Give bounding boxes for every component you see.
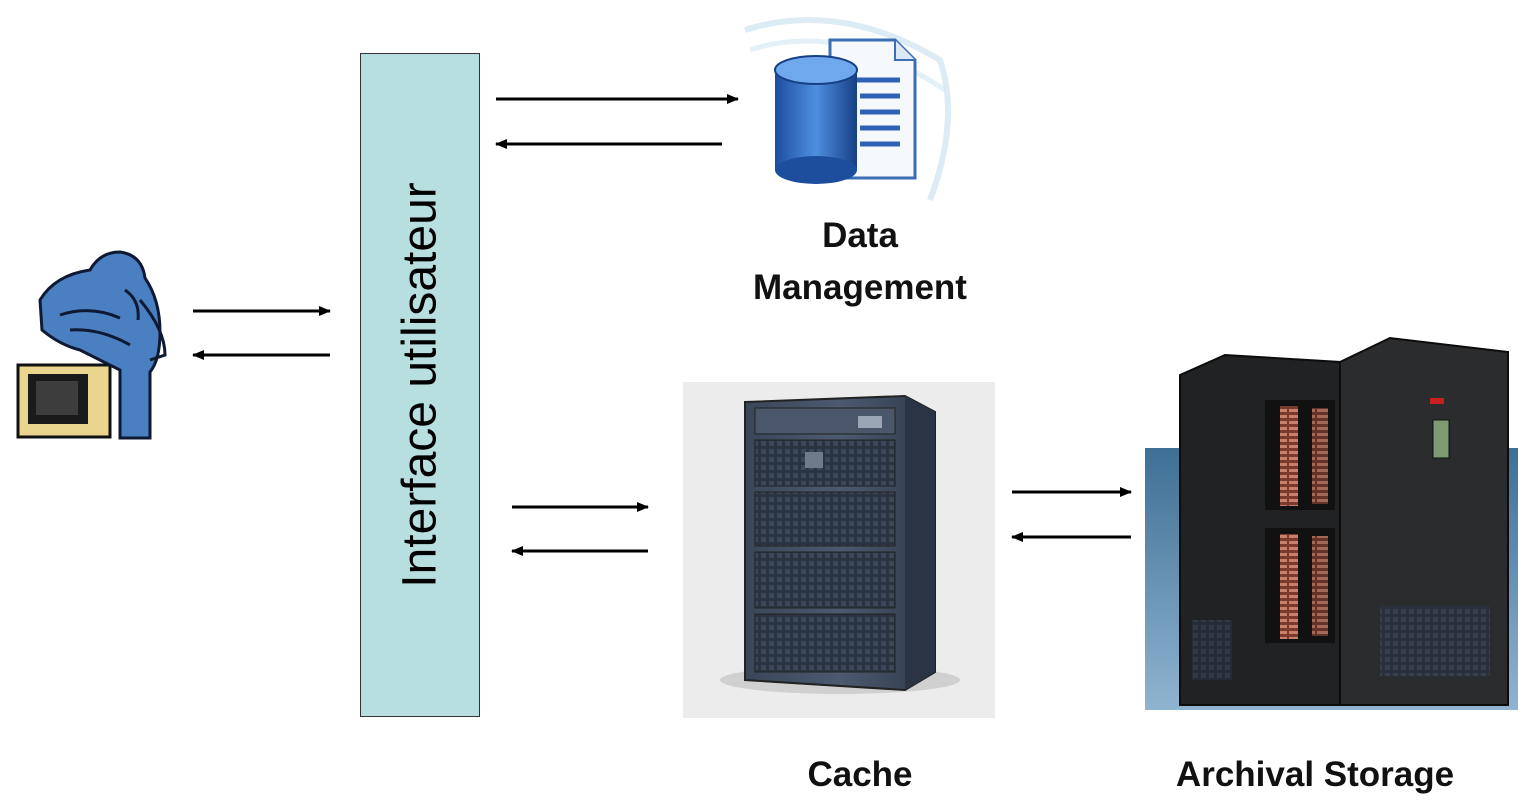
data-management-label-line1: Data bbox=[822, 216, 898, 255]
database-document-icon bbox=[744, 17, 951, 202]
archival-storage-label: Archival Storage bbox=[1175, 755, 1455, 794]
rack-server-icon bbox=[683, 382, 995, 718]
cache-label: Cache bbox=[807, 755, 913, 794]
data-management-label-line2: Management bbox=[753, 268, 967, 307]
tape-library-icon bbox=[1145, 336, 1518, 710]
thinking-user-icon bbox=[16, 250, 167, 440]
user-interface-box bbox=[360, 53, 480, 717]
user-interface-label: Interface utilisateur bbox=[393, 182, 447, 588]
data-management-label: Data Management bbox=[720, 210, 1000, 314]
